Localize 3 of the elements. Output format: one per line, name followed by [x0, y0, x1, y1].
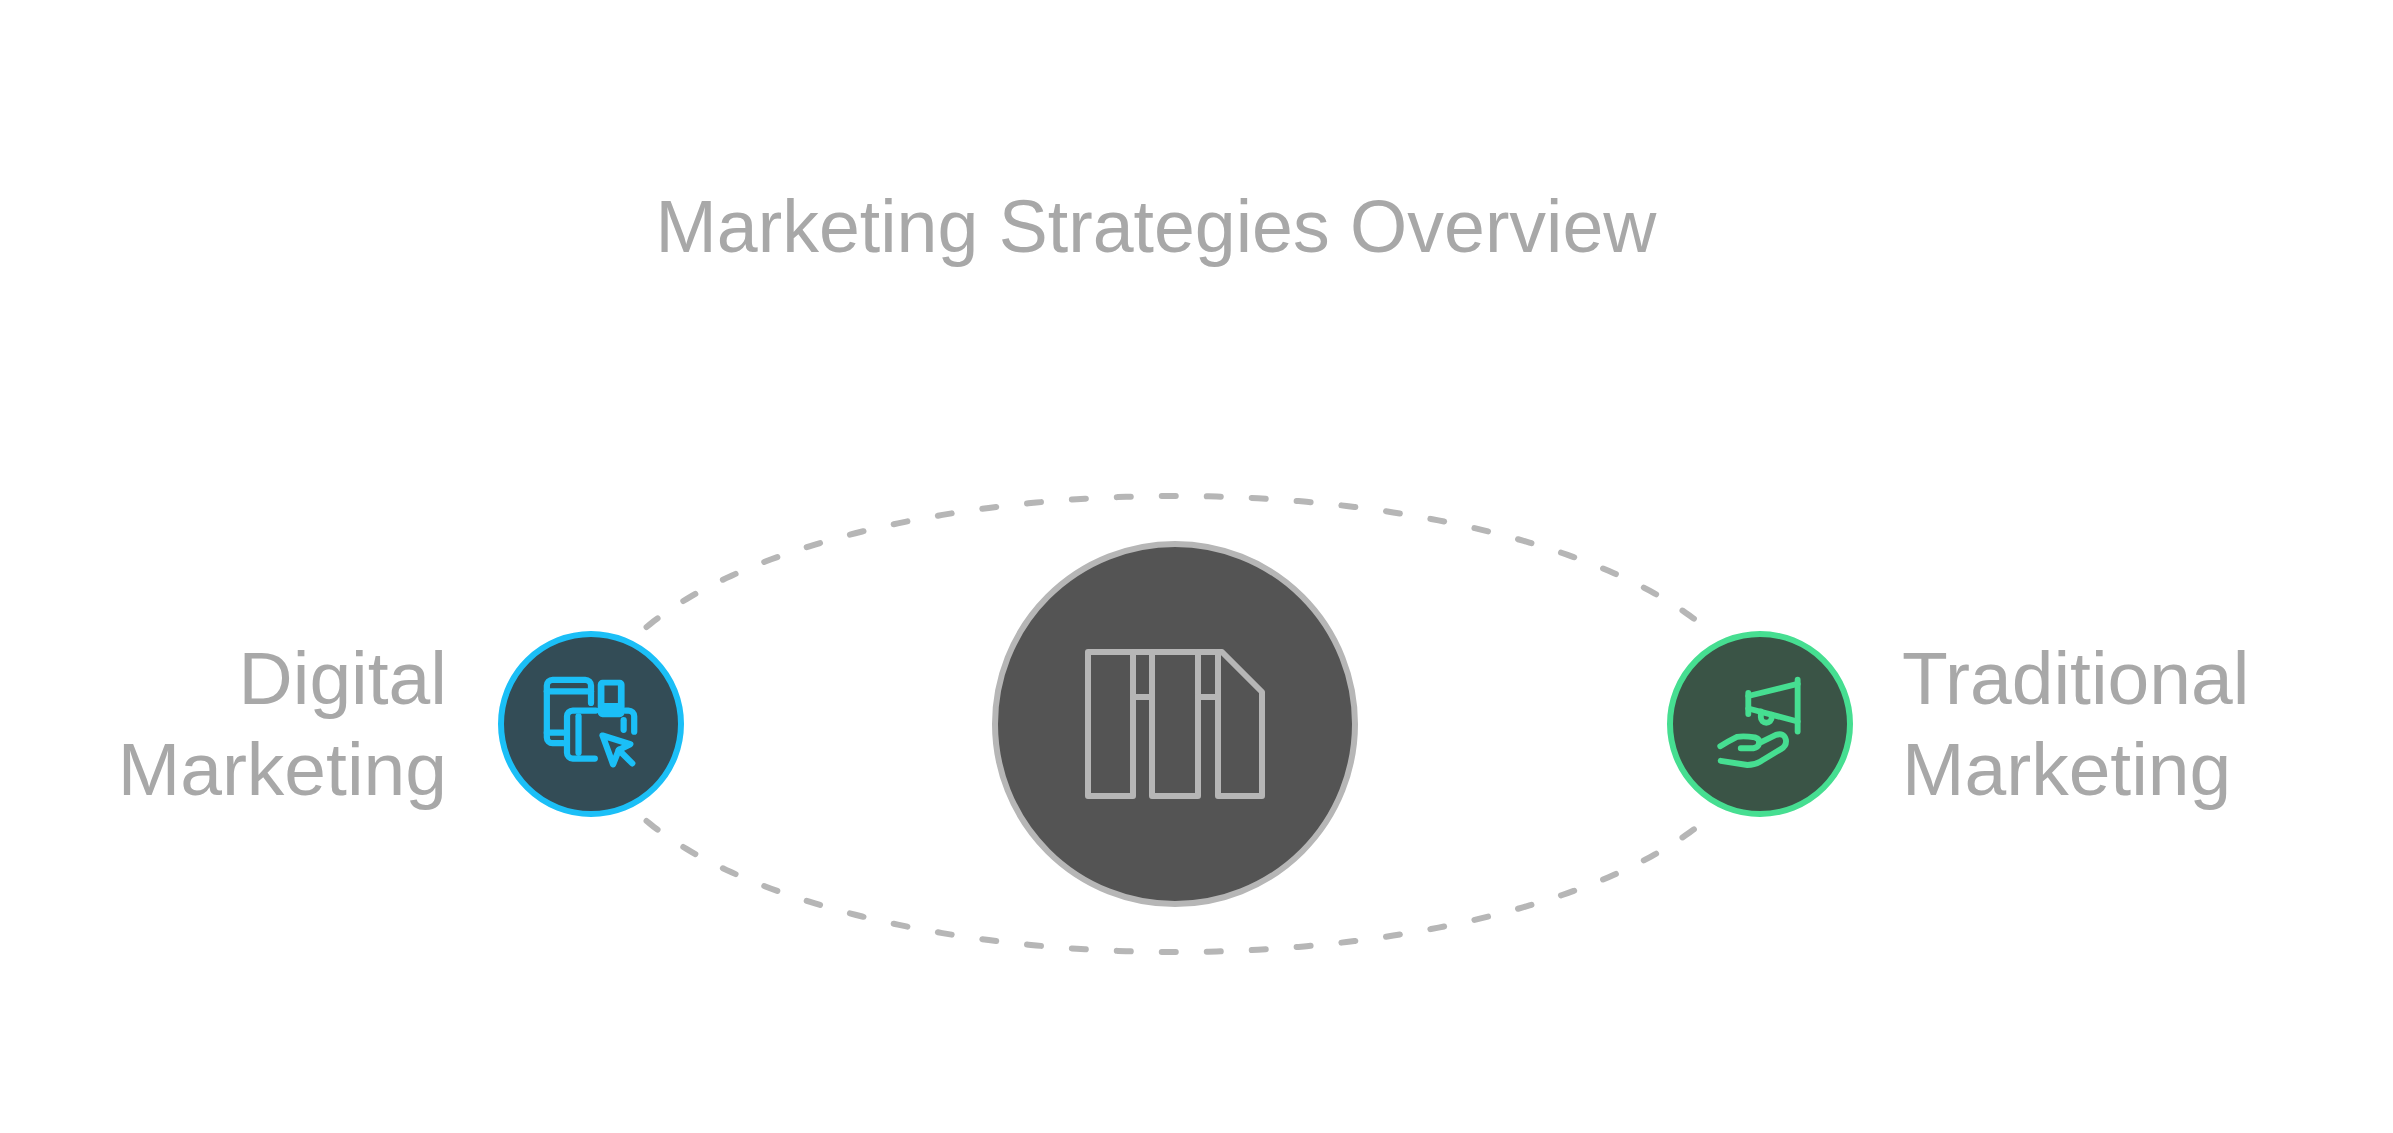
category-label: Digital Marketing: [117, 635, 447, 813]
diagram-title: Marketing Strategies Overview: [655, 184, 1657, 270]
category-label: Traditional Marketing: [1902, 635, 2250, 813]
